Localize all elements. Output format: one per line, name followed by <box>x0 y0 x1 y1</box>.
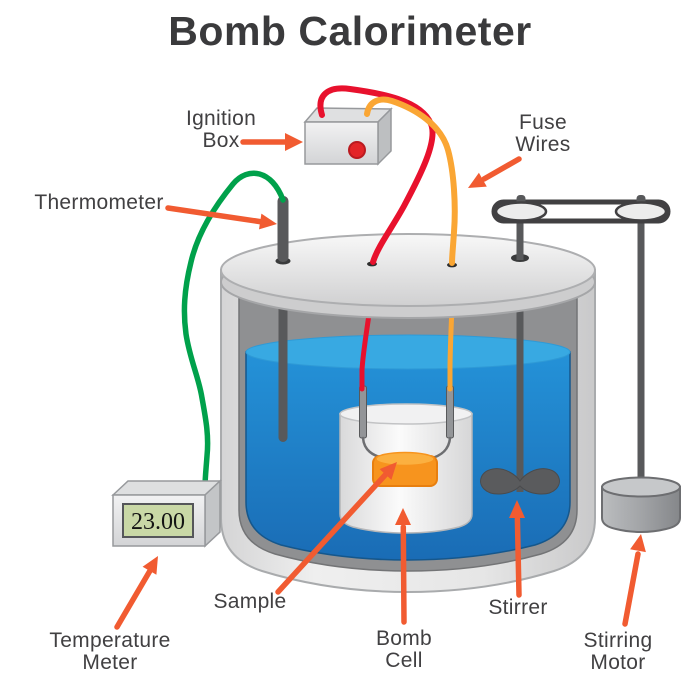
diagram-title: Bomb Calorimeter <box>168 8 532 54</box>
stirring-motor <box>601 476 681 534</box>
arrow-ignition-box <box>240 133 303 151</box>
arrow-thermometer <box>165 205 277 230</box>
label-ignition-box: Ignition Box <box>185 107 257 153</box>
ignition-box <box>303 107 393 166</box>
label-thermometer: Thermometer <box>34 191 164 214</box>
lid-top <box>220 233 596 307</box>
water-surface <box>245 334 571 370</box>
label-temperature-meter: Temperature Meter <box>49 629 171 675</box>
bomb-cell <box>339 385 473 534</box>
lcd-value: 23.00 <box>131 509 185 535</box>
motor-shaft <box>637 212 645 490</box>
arrow-stirring-motor <box>622 534 646 627</box>
label-stirrer: Stirrer <box>488 596 548 619</box>
ignition-box-front <box>304 121 379 165</box>
temperature-meter: 23.00 <box>111 479 222 548</box>
electrode-left <box>359 385 367 439</box>
label-stirring-motor: Stirring Motor <box>583 629 653 675</box>
stirrer-shaft-upper <box>516 212 524 260</box>
label-bomb-cell: Bomb Cell <box>375 627 433 673</box>
stirring-motor-body <box>601 486 681 534</box>
pulley-right <box>614 201 668 222</box>
lcd-display <box>122 503 194 538</box>
arrow-fuse-wires <box>468 156 522 188</box>
arrow-temperature-meter <box>114 556 158 630</box>
stirrer-propeller <box>480 468 560 495</box>
label-fuse-wires: Fuse Wires <box>515 111 571 157</box>
yellow-wire-inner <box>447 304 455 392</box>
pulley-left <box>494 201 548 222</box>
ignition-button <box>348 141 366 159</box>
arrow-sample <box>275 462 397 595</box>
arrow-stirrer <box>509 500 525 598</box>
vessel-lid <box>220 233 596 319</box>
electrode-right <box>446 385 454 439</box>
thermometer-rod <box>277 196 289 262</box>
arrow-bomb-cell <box>395 508 411 625</box>
sample-top <box>375 451 435 467</box>
temperature-meter-top <box>111 480 222 496</box>
bomb-cell-top <box>339 403 473 425</box>
stirrer-shaft-inner <box>516 296 524 492</box>
thermometer-rod-inner <box>278 296 288 442</box>
green-wire <box>181 170 286 491</box>
label-sample: Sample <box>213 590 287 613</box>
yellow-wire <box>364 96 458 266</box>
stirring-motor-top <box>601 476 681 498</box>
